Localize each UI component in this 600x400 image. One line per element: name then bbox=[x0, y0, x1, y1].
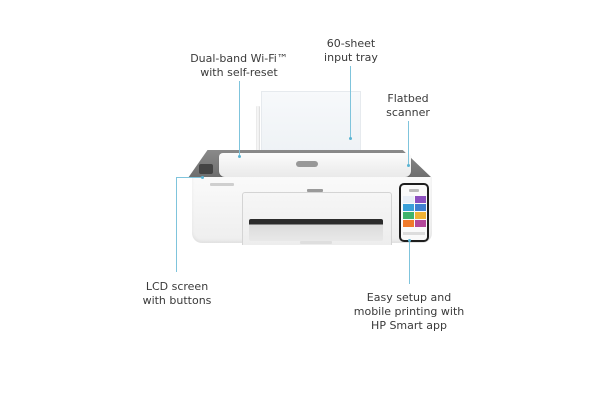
callout-line-wifi bbox=[239, 81, 240, 156]
callout-dot-lcd bbox=[201, 176, 204, 179]
callout-line-tray bbox=[350, 66, 351, 138]
app-tile bbox=[403, 212, 414, 219]
callout-hp-smart-app: Easy setup and mobile printing with HP S… bbox=[354, 291, 465, 333]
callout-wifi: Dual-band Wi-Fi™ with self-reset bbox=[190, 52, 288, 80]
callout-line-lcd-h bbox=[176, 177, 202, 178]
app-tile bbox=[415, 196, 426, 203]
callout-scanner-line1: Flatbed bbox=[387, 92, 429, 105]
callout-dot-scanner bbox=[407, 164, 410, 167]
hp-smart-app-screen bbox=[401, 185, 427, 240]
callout-scanner-line2: scanner bbox=[386, 106, 430, 119]
callout-line-scanner bbox=[408, 121, 409, 165]
door-handle bbox=[307, 189, 323, 192]
callout-tray-line1: 60-sheet bbox=[326, 37, 376, 50]
callout-line-app bbox=[409, 240, 410, 284]
callout-wifi-line2: with self-reset bbox=[200, 66, 278, 79]
app-tile bbox=[415, 212, 426, 219]
output-slot bbox=[249, 219, 383, 241]
smartphone bbox=[399, 183, 429, 242]
callout-app-line1: Easy setup and bbox=[366, 291, 452, 304]
callout-lcd-line2: with buttons bbox=[142, 294, 212, 307]
app-tile bbox=[415, 204, 426, 211]
callout-lcd-line1: LCD screen bbox=[145, 280, 209, 293]
callout-flatbed-scanner: Flatbed scanner bbox=[386, 92, 430, 120]
callout-app-line2: mobile printing with bbox=[353, 305, 465, 318]
callout-app-line3: HP Smart app bbox=[371, 319, 447, 332]
app-printer-card bbox=[403, 196, 414, 203]
callout-wifi-line1: Dual-band Wi-Fi™ bbox=[190, 52, 288, 65]
hp-logo-icon bbox=[296, 161, 318, 167]
app-header bbox=[409, 189, 419, 192]
lcd-panel bbox=[199, 164, 213, 174]
output-tray bbox=[300, 241, 332, 244]
app-bottom-bar bbox=[403, 232, 425, 235]
callout-dot-app bbox=[408, 239, 411, 242]
callout-lcd-screen: LCD screen with buttons bbox=[143, 280, 212, 308]
callout-line-lcd-v bbox=[176, 177, 177, 272]
callout-input-tray: 60-sheet input tray bbox=[324, 37, 378, 65]
app-tile bbox=[403, 204, 414, 211]
callout-dot-tray bbox=[349, 137, 352, 140]
model-label bbox=[210, 183, 234, 186]
paper-guide bbox=[256, 106, 260, 154]
input-tray-paper bbox=[261, 91, 361, 155]
app-tile bbox=[403, 220, 414, 227]
app-tile bbox=[415, 220, 426, 227]
callout-tray-line2: input tray bbox=[324, 51, 378, 64]
callout-dot-wifi bbox=[238, 155, 241, 158]
